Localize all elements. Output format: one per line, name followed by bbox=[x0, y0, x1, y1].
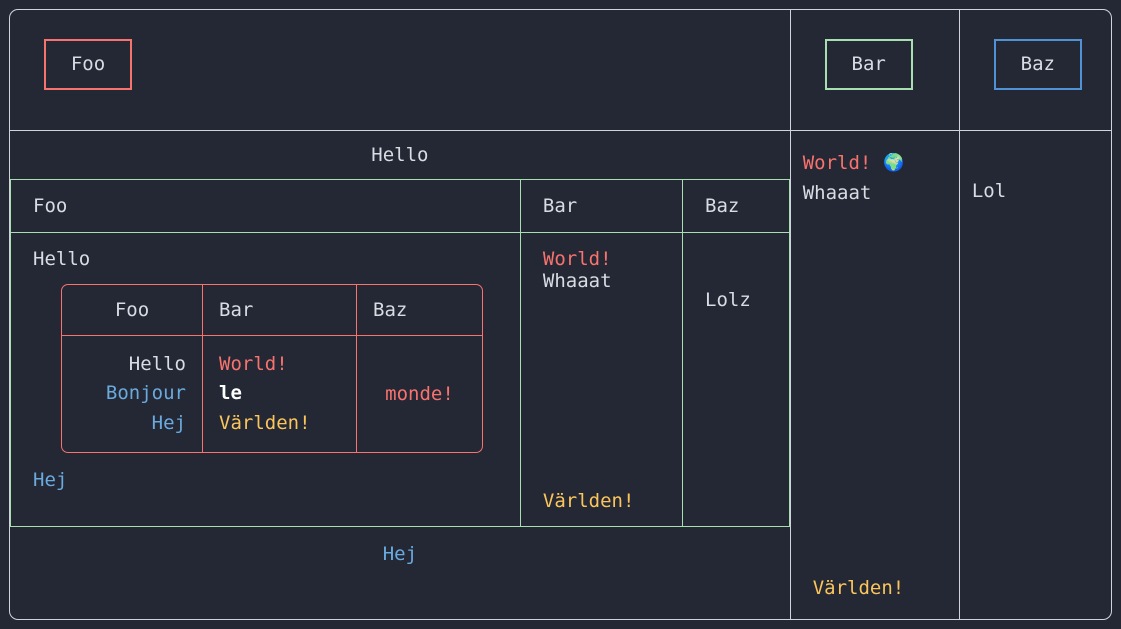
inner-cell-baz: monde! bbox=[357, 336, 483, 454]
inner-table: Foo Bar Baz Hello bbox=[61, 284, 483, 454]
inner-foo-line-2: Bonjour bbox=[105, 382, 186, 405]
inner-header-bar: Bar bbox=[203, 284, 357, 336]
boxed-label-bar[interactable]: Bar bbox=[824, 39, 913, 90]
middle-cell-foo: Hello Foo Bar Baz bbox=[10, 232, 521, 527]
outer-baz-text: Lol bbox=[971, 180, 1007, 202]
middle-bar-line-1: World! bbox=[542, 248, 612, 270]
outer-body-cell-baz: Lol bbox=[959, 131, 1112, 620]
outer-bar-bottom-text: Världen! bbox=[812, 577, 905, 599]
middle-foo-top-text: Hello bbox=[33, 248, 91, 270]
outer-bar-line-2: Whaaat bbox=[802, 182, 872, 205]
inner-header-baz: Baz bbox=[357, 284, 483, 336]
inner-foo-line-1: Hello bbox=[128, 353, 186, 375]
middle-header-baz: Baz bbox=[682, 179, 790, 233]
inner-bar-line-3: Världen! bbox=[219, 411, 311, 434]
inner-baz-text: monde! bbox=[385, 383, 454, 406]
outer-table-header-row: Foo Bar Baz bbox=[9, 9, 1112, 131]
inner-table-body-row: Hello Bonjour Hej World! le Världe bbox=[61, 336, 483, 454]
middle-cell-baz: Lolz bbox=[682, 232, 790, 527]
middle-baz-text: Lolz bbox=[705, 289, 751, 311]
middle-table: Hello Hej Foo Bar Baz Hello bbox=[10, 131, 790, 575]
inner-bar-line-1: World! bbox=[219, 353, 288, 375]
outer-bar-line-1-wrap: World! 🌍 bbox=[803, 148, 947, 178]
middle-foo-bottom-text: Hej bbox=[33, 469, 68, 492]
inner-cell-bar: World! le Världen! bbox=[203, 336, 357, 454]
inner-table-header-row: Foo Bar Baz bbox=[61, 284, 483, 336]
inner-cell-foo: Hello Bonjour Hej bbox=[61, 336, 203, 454]
middle-cell-bar: World! Whaaat Världen! bbox=[519, 232, 684, 527]
outer-body-cell-nested-table: Hello Hej Foo Bar Baz Hello bbox=[9, 131, 791, 620]
inner-bar-line-2: le bbox=[219, 382, 242, 405]
middle-bar-line-2: Whaaat bbox=[542, 270, 612, 292]
middle-table-body-row: Hello Foo Bar Baz bbox=[10, 232, 790, 527]
middle-table-caption-top: Hello bbox=[371, 144, 429, 166]
outer-header-cell-baz: Baz bbox=[959, 9, 1112, 131]
outer-header-cell-foo: Foo bbox=[9, 9, 791, 131]
outer-table: Foo Bar Baz Hello Hej Foo Bar bbox=[9, 9, 1112, 620]
outer-table-body-row: Hello Hej Foo Bar Baz Hello bbox=[9, 131, 1112, 620]
inner-header-foo: Foo bbox=[61, 284, 203, 336]
middle-bar-bottom-text: Världen! bbox=[542, 490, 635, 512]
outer-body-cell-bar: World! 🌍 Whaaat Världen! bbox=[790, 131, 960, 620]
boxed-label-foo[interactable]: Foo bbox=[44, 39, 132, 90]
outer-bar-line-1: World! bbox=[802, 152, 872, 174]
outer-header-cell-bar: Bar bbox=[790, 9, 960, 131]
boxed-label-baz[interactable]: Baz bbox=[993, 39, 1082, 90]
middle-table-header-row: Foo Bar Baz bbox=[10, 179, 790, 233]
middle-table-caption-bottom: Hej bbox=[382, 543, 418, 565]
inner-foo-line-3: Hej bbox=[151, 411, 186, 434]
middle-header-foo: Foo bbox=[10, 179, 521, 233]
middle-header-bar: Bar bbox=[519, 179, 684, 233]
globe-europe-africa-icon: 🌍 bbox=[883, 153, 905, 174]
outer-bar-content: World! 🌍 Whaaat bbox=[803, 139, 947, 208]
